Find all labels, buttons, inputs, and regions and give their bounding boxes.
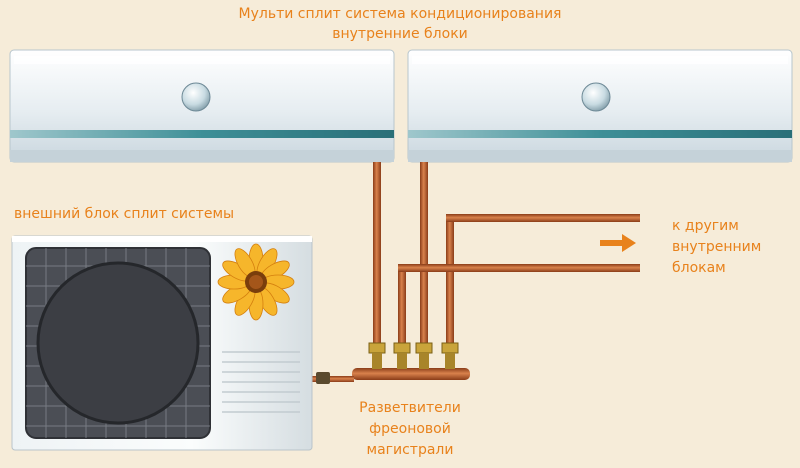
- sunflower-icon: [217, 243, 295, 321]
- manifold-line-1: Разветвители: [359, 400, 461, 416]
- indoor-unit-right: [407, 49, 793, 163]
- other-units-line-1: к другим: [672, 218, 739, 234]
- other-units-label: к другим внутренним блокам: [672, 216, 761, 279]
- fan-disc: [38, 263, 198, 423]
- right-arrow-icon: [600, 234, 636, 252]
- manifold-fittings: [368, 342, 459, 369]
- title-line-2: внутренние блоки: [332, 26, 468, 42]
- manifold-label: Разветвители фреоновой магистрали: [330, 398, 490, 461]
- other-units-line-2: внутренним: [672, 239, 762, 255]
- outdoor-unit: [11, 235, 313, 451]
- title-line-1: Мульти сплит система кондиционирования: [238, 6, 562, 22]
- other-units-line-3: блокам: [672, 260, 726, 276]
- diagram-title: Мульти сплит система кондиционирования в…: [150, 4, 650, 44]
- manifold-line-2: фреоновой: [369, 421, 451, 437]
- outdoor-unit-label: внешний блок сплит системы: [14, 206, 235, 222]
- refrigerant-pipes: [299, 162, 640, 385]
- side-vents: [222, 351, 300, 413]
- manifold-line-3: магистрали: [366, 442, 454, 458]
- indoor-unit-left: [9, 49, 395, 163]
